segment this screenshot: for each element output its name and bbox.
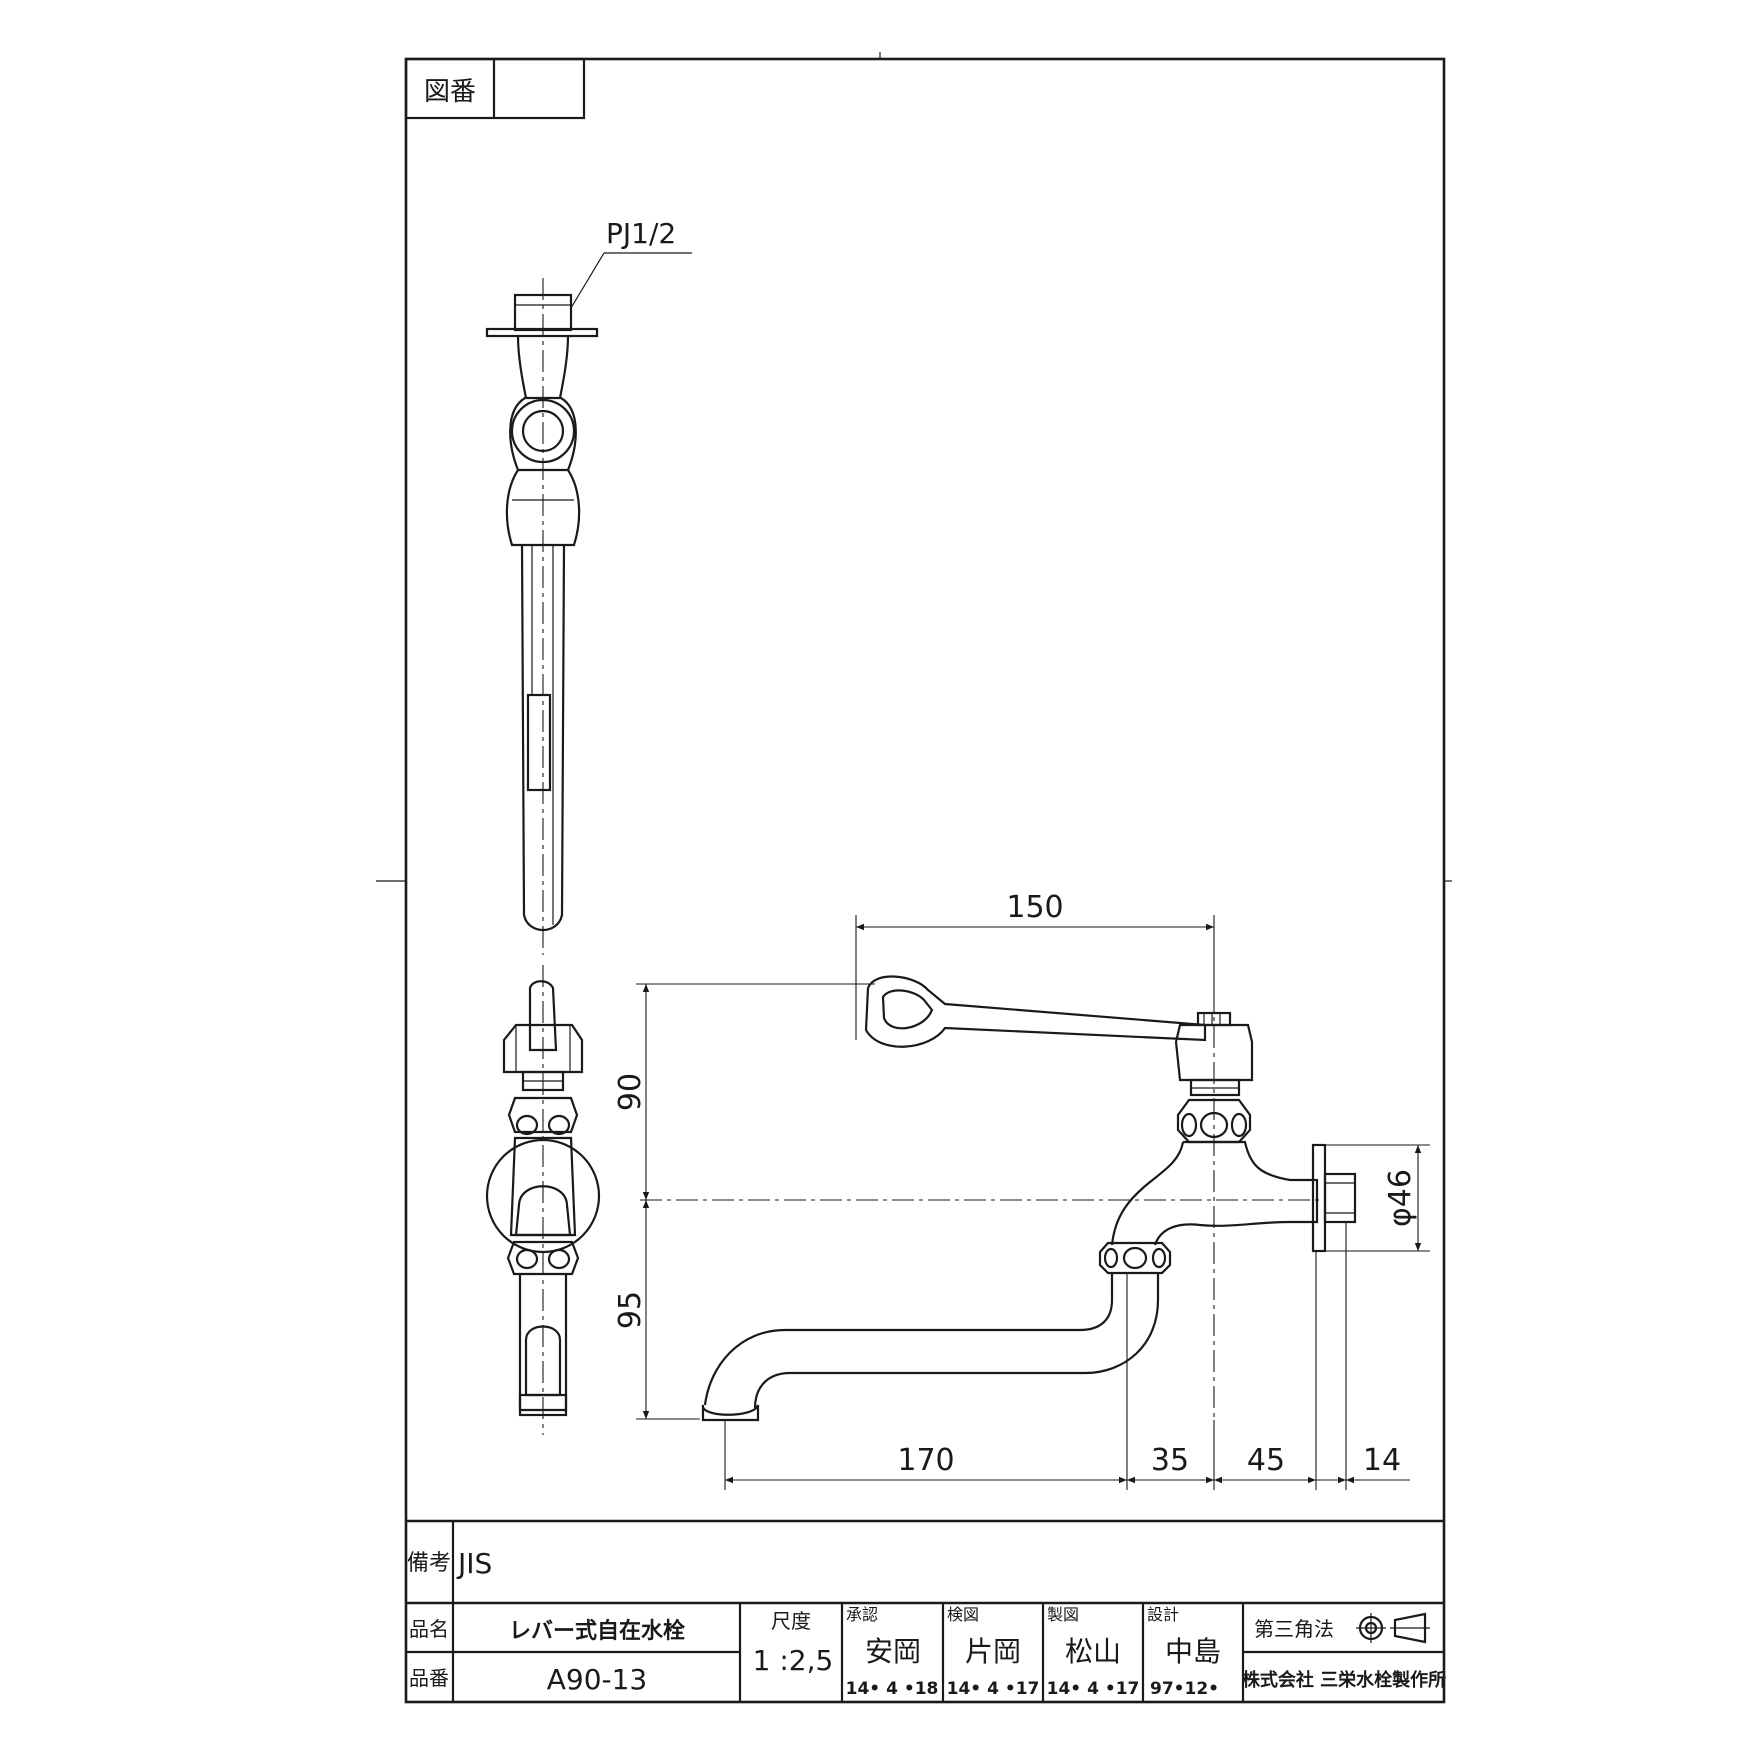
projection-method: 第三角法 bbox=[1254, 1617, 1334, 1641]
approval-name: 安岡 bbox=[865, 1635, 921, 1668]
scale-label: 尺度 bbox=[771, 1609, 811, 1633]
remarks-label: 備考 bbox=[407, 1551, 451, 1576]
drawing-number-box: 図番 bbox=[404, 57, 586, 120]
dim-offset-35: 35 bbox=[1151, 1443, 1189, 1478]
dim-spout-length: 170 bbox=[897, 1443, 954, 1478]
design-date: 97•12• bbox=[1150, 1679, 1219, 1699]
product-name-value: レバー式自在水栓 bbox=[509, 1618, 685, 1644]
faucet-side-view bbox=[485, 278, 599, 955]
product-number-label: 品番 bbox=[409, 1666, 449, 1690]
title-block: 品名 レバー式自在水栓 品番 A90-13 尺度 1 :2,5 承認 安岡 14… bbox=[406, 1601, 1446, 1702]
inspection-date: 14• 4 •17 bbox=[947, 1679, 1040, 1699]
drawing-frame bbox=[376, 52, 1452, 1704]
dim-height-above: 90 bbox=[613, 1073, 648, 1111]
design-name: 中島 bbox=[1165, 1635, 1221, 1668]
dim-handle-reach: 150 bbox=[1006, 890, 1063, 925]
dimension-lines bbox=[636, 915, 1430, 1490]
dim-flange-diameter: φ46 bbox=[1383, 1169, 1418, 1227]
product-number-value: A90-13 bbox=[547, 1663, 648, 1696]
faucet-main-elevation bbox=[640, 975, 1357, 1422]
drafting-label: 製図 bbox=[1047, 1605, 1079, 1624]
dim-flange-14: 14 bbox=[1363, 1443, 1401, 1478]
third-angle-projection-icon bbox=[1356, 1612, 1430, 1644]
thread-callout: PJ1/2 bbox=[570, 217, 692, 309]
company-name: 株式会社 三栄水栓製作所 bbox=[1242, 1669, 1446, 1691]
dim-height-below: 95 bbox=[613, 1291, 648, 1329]
product-name-label: 品名 bbox=[409, 1617, 449, 1641]
approval-label: 承認 bbox=[846, 1605, 878, 1624]
drawing-number-label: 図番 bbox=[424, 77, 476, 107]
drafting-name: 松山 bbox=[1065, 1635, 1121, 1668]
remarks-value: JIS bbox=[456, 1547, 492, 1580]
drafting-date: 14• 4 •17 bbox=[1047, 1679, 1140, 1699]
remarks-row: 備考 JIS bbox=[406, 1519, 1444, 1603]
dimension-values: 150 90 95 170 35 45 14 φ46 bbox=[613, 890, 1418, 1478]
design-label: 設計 bbox=[1147, 1605, 1179, 1624]
inspection-name: 片岡 bbox=[965, 1635, 1021, 1668]
approval-date: 14• 4 •18 bbox=[846, 1679, 939, 1699]
dim-offset-45: 45 bbox=[1247, 1443, 1285, 1478]
inspection-label: 検図 bbox=[947, 1605, 979, 1624]
scale-value: 1 :2,5 bbox=[753, 1644, 834, 1677]
faucet-front-view bbox=[485, 965, 601, 1435]
thread-callout-text: PJ1/2 bbox=[606, 217, 676, 250]
